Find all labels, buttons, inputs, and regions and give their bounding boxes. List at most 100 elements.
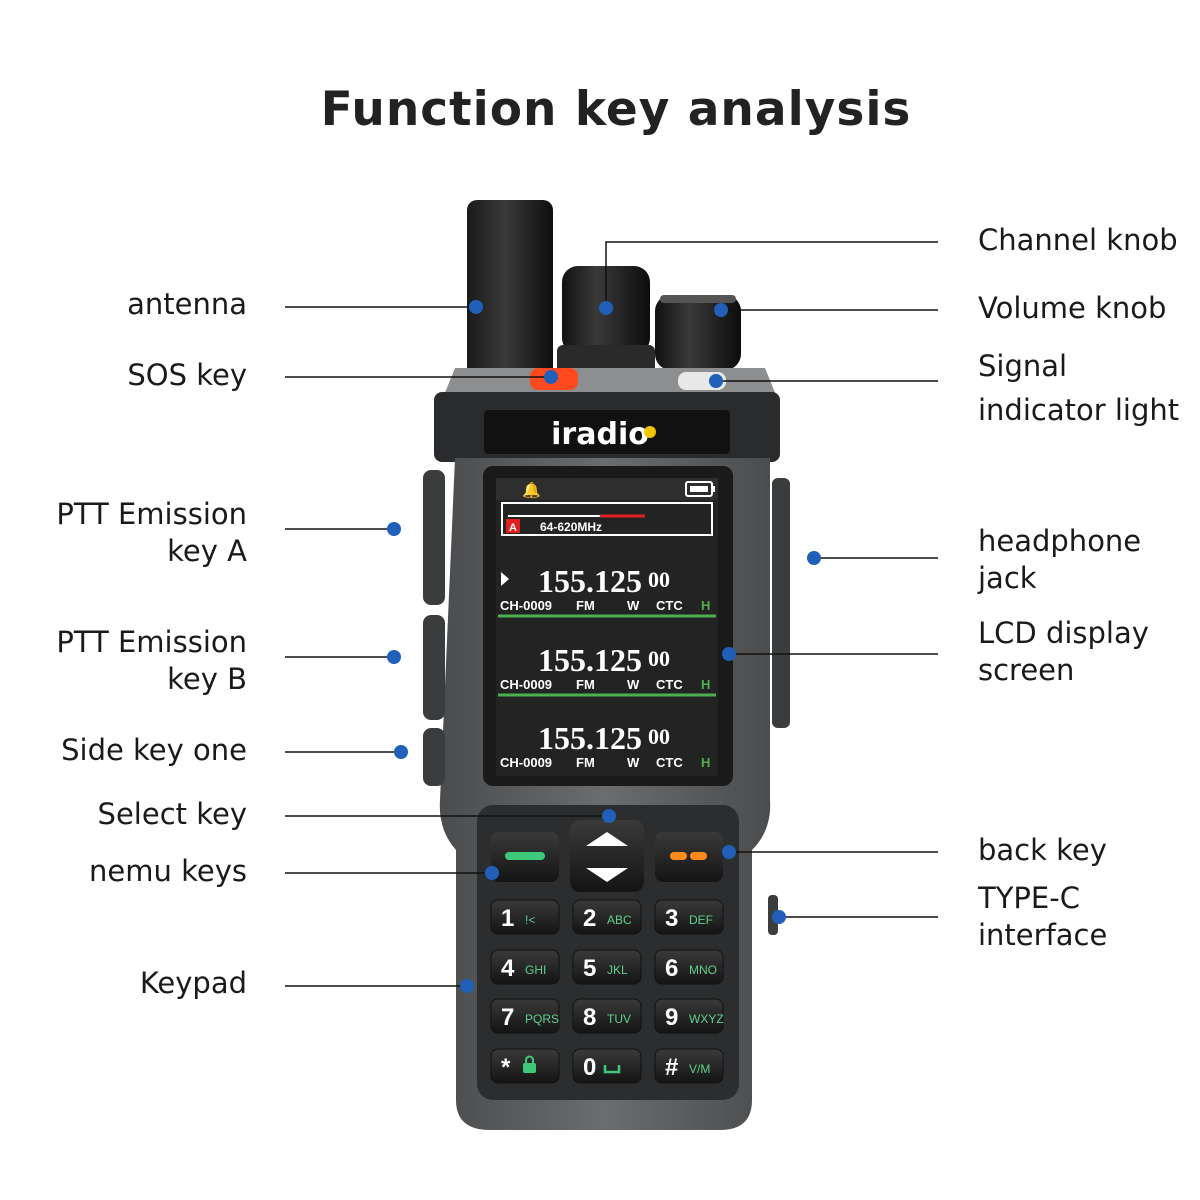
- label-back: back key: [978, 832, 1107, 869]
- power-level: H: [701, 677, 710, 692]
- key-letters: WXYZ: [689, 1012, 724, 1026]
- key-number: 7: [501, 1004, 514, 1031]
- frequency: 155.125: [538, 720, 642, 756]
- volume-knob[interactable]: [655, 295, 741, 370]
- keypad-key[interactable]: 9 WXYZ: [655, 999, 724, 1033]
- key-letters: DEF: [689, 913, 713, 927]
- key-number: 4: [501, 955, 515, 982]
- side-key-one[interactable]: [423, 728, 445, 786]
- label-select: Select key: [98, 796, 247, 833]
- key-letters: GHI: [525, 963, 546, 977]
- keypad-key[interactable]: 1 !<: [491, 900, 559, 934]
- keypad-key[interactable]: *: [491, 1049, 559, 1083]
- antenna: [467, 200, 553, 390]
- callout-dot: [709, 374, 723, 388]
- callout-dot: [722, 845, 736, 859]
- key-number: *: [501, 1054, 511, 1081]
- label-line: Keypad: [140, 965, 247, 1002]
- key-letters: MNO: [689, 963, 717, 977]
- callout-dot: [485, 866, 499, 880]
- label-line: headphone: [978, 523, 1141, 560]
- key-letters: !<: [525, 913, 535, 927]
- callout-dot: [602, 809, 616, 823]
- label-line: jack: [978, 560, 1141, 597]
- label-line: Channel knob: [978, 222, 1178, 259]
- power-mode: W: [627, 677, 640, 692]
- label-line: Signal: [978, 344, 1179, 388]
- channel-number: CH-0009: [500, 755, 552, 770]
- power-level: H: [701, 598, 710, 613]
- label-line: key B: [56, 661, 247, 698]
- key-letters: TUV: [607, 1012, 631, 1026]
- ptt-key-b[interactable]: [423, 615, 445, 720]
- callout-dot: [714, 303, 728, 317]
- callout-dot: [772, 910, 786, 924]
- key-number: 3: [665, 905, 678, 932]
- key-number: 1: [501, 905, 514, 932]
- back-key-indicator-right: [690, 852, 707, 860]
- label-line: SOS key: [127, 357, 247, 394]
- keypad-key[interactable]: 8 TUV: [573, 999, 641, 1033]
- label-antenna: antenna: [127, 286, 247, 323]
- frequency-decimals: 00: [648, 724, 670, 749]
- label-line: back key: [978, 832, 1107, 869]
- band-range: 64-620MHz: [540, 520, 602, 534]
- key-number: #: [665, 1054, 678, 1081]
- tone-mode: CTC: [656, 755, 683, 770]
- frequency: 155.125: [538, 642, 642, 678]
- keypad-key[interactable]: 3 DEF: [655, 900, 723, 934]
- callout-dot: [460, 979, 474, 993]
- keypad-key[interactable]: 6 MNO: [655, 950, 723, 984]
- key-number: 8: [583, 1004, 596, 1031]
- callout-dot: [807, 551, 821, 565]
- power-level: H: [701, 755, 710, 770]
- label-sos: SOS key: [127, 357, 247, 394]
- back-key[interactable]: [655, 832, 723, 882]
- logo-accent-icon: [644, 426, 656, 438]
- label-line: key A: [56, 533, 247, 570]
- callout-dot: [387, 650, 401, 664]
- label-line: screen: [978, 652, 1149, 689]
- power-mode: W: [627, 598, 640, 613]
- key-number: 2: [583, 905, 596, 932]
- key-number: 9: [665, 1004, 678, 1031]
- label-line: antenna: [127, 286, 247, 323]
- label-line: Volume knob: [978, 290, 1166, 327]
- label-keypad: Keypad: [140, 965, 247, 1002]
- channel-number: CH-0009: [500, 677, 552, 692]
- label-line: Select key: [98, 796, 247, 833]
- callout-dot: [387, 522, 401, 536]
- keypad-key[interactable]: # V/M: [655, 1049, 723, 1083]
- key-number: 6: [665, 955, 678, 982]
- modulation: FM: [576, 755, 595, 770]
- label-line: Side key one: [61, 732, 247, 769]
- label-channel: Channel knob: [978, 222, 1178, 259]
- channel-number: CH-0009: [500, 598, 552, 613]
- frequency: 155.125: [538, 563, 642, 599]
- callout-dot: [469, 300, 483, 314]
- keypad-key[interactable]: 0: [573, 1049, 641, 1083]
- key-number: 5: [583, 955, 596, 982]
- tone-mode: CTC: [656, 677, 683, 692]
- back-key-indicator-left: [670, 852, 687, 860]
- label-volume: Volume knob: [978, 290, 1166, 327]
- label-line: nemu keys: [89, 853, 247, 890]
- modulation: FM: [576, 677, 595, 692]
- key-number: 0: [583, 1054, 596, 1081]
- label-line: PTT Emission: [56, 624, 247, 661]
- headphone-jack-cover[interactable]: [772, 478, 790, 728]
- leader-line: [606, 242, 938, 308]
- band-marker: A: [509, 522, 517, 534]
- ptt-key-a[interactable]: [423, 470, 445, 605]
- callout-dot: [394, 745, 408, 759]
- key-letters: V/M: [689, 1062, 710, 1076]
- brand-logo: iradio: [551, 417, 649, 452]
- label-line: LCD display: [978, 615, 1149, 652]
- keypad-key[interactable]: 4 GHI: [491, 950, 559, 984]
